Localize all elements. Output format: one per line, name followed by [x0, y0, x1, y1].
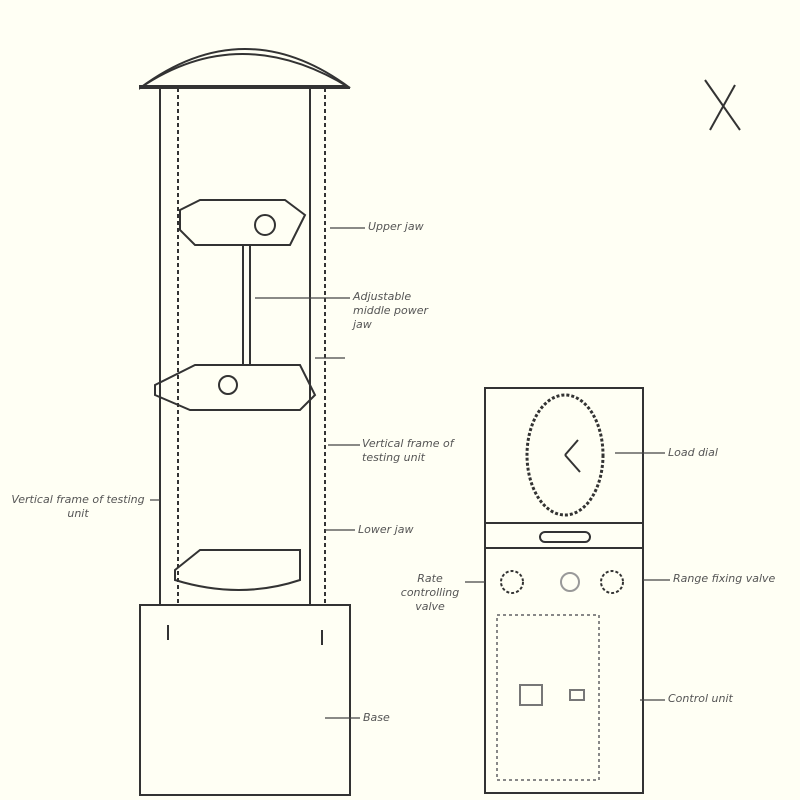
load-dial: [525, 393, 605, 517]
label-base: Base: [363, 711, 390, 724]
range-valve-knob: [600, 570, 624, 594]
dial-cabinet: [484, 387, 644, 524]
label-vertical-frame-right: Vertical frame of testing unit: [362, 437, 454, 464]
label-upper-jaw: Upper jaw: [368, 220, 424, 233]
label-load-dial: Load dial: [668, 446, 718, 459]
label-rate-valve: Rate controlling valve: [400, 572, 460, 613]
control-cabinet: [484, 547, 644, 794]
label-lower-jaw: Lower jaw: [358, 523, 414, 536]
label-control-unit: Control unit: [668, 692, 733, 705]
lower-jaw: [174, 549, 301, 591]
label-vertical-frame-left: Vertical frame of testing unit: [11, 493, 145, 520]
upper-jaw: [179, 199, 307, 246]
label-range-valve: Range fixing valve: [673, 572, 776, 585]
base-box: [139, 604, 351, 796]
label-middle-jaw: Adjustable middle power jaw: [353, 290, 429, 331]
middle-jaw: [154, 364, 317, 411]
rate-valve-knob: [500, 570, 524, 594]
top-crosshead: [139, 53, 351, 90]
